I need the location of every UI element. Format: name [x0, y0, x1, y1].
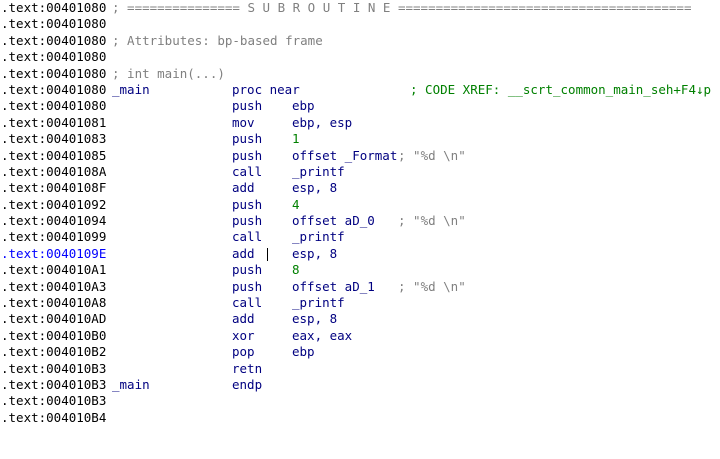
address: .text:004010A8 [1, 295, 107, 311]
mnemonic: retn [232, 360, 263, 376]
attributes-comment: ; Attributes: bp-based frame [112, 32, 323, 48]
operand[interactable]: esp, 8 [292, 180, 338, 196]
mnemonic: add [232, 245, 255, 261]
mnemonic: pop [232, 344, 255, 360]
mnemonic: add [232, 180, 255, 196]
mnemonic: xor [232, 327, 255, 343]
listing-row[interactable]: .text:004010AD add esp, 8 [0, 311, 720, 327]
address: .text:0040108A [1, 163, 107, 179]
listing-row[interactable]: .text:004010A8 call _printf [0, 295, 720, 311]
operand[interactable]: esp, 8 [292, 245, 338, 261]
listing-row[interactable]: .text:004010A1 push 8 [0, 262, 720, 278]
proc-directive: proc near [232, 81, 300, 97]
text-cursor [267, 247, 268, 261]
listing-row[interactable]: .text:004010B3 _main endp [0, 377, 720, 393]
mnemonic: call [232, 295, 263, 311]
address: .text:004010B0 [1, 327, 107, 343]
listing-row[interactable]: .text:004010B3 [0, 393, 720, 409]
mnemonic: call [232, 163, 263, 179]
mnemonic: add [232, 311, 255, 327]
operand[interactable]: esp, 8 [292, 311, 338, 327]
address: .text:004010B2 [1, 344, 107, 360]
address: .text:004010B3 [1, 360, 107, 376]
address: .text:00401081 [1, 114, 107, 130]
disassembly-listing[interactable]: .text:00401080 ; =============== S U B R… [0, 0, 720, 429]
address: .text:00401080 [1, 65, 107, 81]
listing-row[interactable]: .text:00401080 _main proc near ; CODE XR… [0, 82, 720, 98]
operand[interactable]: _printf [292, 229, 345, 245]
listing-row[interactable]: .text:004010B2 pop ebp [0, 344, 720, 360]
address: .text:00401092 [1, 196, 107, 212]
current-address: .text:0040109E [1, 245, 107, 261]
mnemonic: push [232, 213, 263, 229]
listing-row[interactable]: .text:004010B4 [0, 410, 720, 426]
mnemonic: push [232, 262, 263, 278]
address: .text:004010A1 [1, 262, 107, 278]
listing-row[interactable]: .text:00401081 mov ebp, esp [0, 115, 720, 131]
code-xref-comment[interactable]: ; CODE XREF: __scrt_common_main_seh+F4↓p [410, 81, 712, 97]
prototype-comment: ; int main(...) [112, 65, 225, 81]
operand[interactable]: ebp [292, 344, 315, 360]
mnemonic: call [232, 229, 263, 245]
address: .text:00401099 [1, 229, 107, 245]
current-listing-row[interactable]: .text:0040109E add esp, 8 [0, 246, 720, 262]
address: .text:00401080 [1, 32, 107, 48]
mnemonic: push [232, 98, 263, 114]
listing-row[interactable]: .text:00401080 ; =============== S U B R… [0, 0, 720, 16]
listing-row[interactable]: .text:004010B3 retn [0, 361, 720, 377]
listing-row[interactable]: .text:00401080 [0, 16, 720, 32]
string-comment: ; "%d \n" [398, 278, 466, 294]
mnemonic: mov [232, 114, 255, 130]
listing-row[interactable]: .text:00401080 ; Attributes: bp-based fr… [0, 33, 720, 49]
immediate-operand[interactable]: 4 [292, 196, 300, 212]
listing-row[interactable]: .text:0040108F add esp, 8 [0, 180, 720, 196]
listing-row[interactable]: .text:00401094 push offset aD_0 ; "%d \n… [0, 213, 720, 229]
function-label[interactable]: _main [112, 81, 150, 97]
subroutine-separator-comment: ; =============== S U B R O U T I N E ==… [112, 0, 692, 15]
address: .text:004010A3 [1, 278, 107, 294]
mnemonic: push [232, 278, 263, 294]
immediate-operand[interactable]: 8 [292, 262, 300, 278]
listing-row[interactable]: .text:00401092 push 4 [0, 197, 720, 213]
listing-row[interactable]: .text:00401085 push offset _Format ; "%d… [0, 148, 720, 164]
address: .text:004010B3 [1, 376, 107, 392]
address: .text:00401080 [1, 16, 107, 32]
endp-directive: endp [232, 376, 263, 392]
mnemonic: push [232, 131, 263, 147]
listing-row[interactable]: .text:00401080 ; int main(...) [0, 66, 720, 82]
listing-row[interactable]: .text:004010B0 xor eax, eax [0, 328, 720, 344]
address: .text:00401094 [1, 213, 107, 229]
operand[interactable]: _printf [292, 295, 345, 311]
address: .text:00401080 [1, 0, 107, 15]
string-comment: ; "%d \n" [398, 147, 466, 163]
function-label[interactable]: _main [112, 376, 150, 392]
operand[interactable]: offset _Format [292, 147, 398, 163]
listing-row[interactable]: .text:004010A3 push offset aD_1 ; "%d \n… [0, 279, 720, 295]
string-comment: ; "%d \n" [398, 213, 466, 229]
mnemonic: push [232, 147, 263, 163]
mnemonic: push [232, 196, 263, 212]
operand[interactable]: offset aD_1 [292, 278, 375, 294]
listing-row[interactable]: .text:00401083 push 1 [0, 131, 720, 147]
address: .text:00401083 [1, 131, 107, 147]
address: .text:004010AD [1, 311, 107, 327]
address: .text:00401085 [1, 147, 107, 163]
operand[interactable]: offset aD_0 [292, 213, 375, 229]
listing-row[interactable]: .text:00401080 push ebp [0, 98, 720, 114]
address: .text:004010B4 [1, 409, 107, 425]
immediate-operand[interactable]: 1 [292, 131, 300, 147]
listing-row[interactable]: .text:0040108A call _printf [0, 164, 720, 180]
operand[interactable]: ebp [292, 98, 315, 114]
address: .text:00401080 [1, 49, 107, 65]
listing-row[interactable]: .text:00401080 [0, 49, 720, 65]
address: .text:0040108F [1, 180, 107, 196]
operand[interactable]: eax, eax [292, 327, 353, 343]
operand[interactable]: _printf [292, 163, 345, 179]
operand[interactable]: ebp, esp [292, 114, 353, 130]
listing-row[interactable]: .text:00401099 call _printf [0, 229, 720, 245]
address: .text:00401080 [1, 98, 107, 114]
address: .text:004010B3 [1, 393, 107, 409]
address: .text:00401080 [1, 81, 107, 97]
